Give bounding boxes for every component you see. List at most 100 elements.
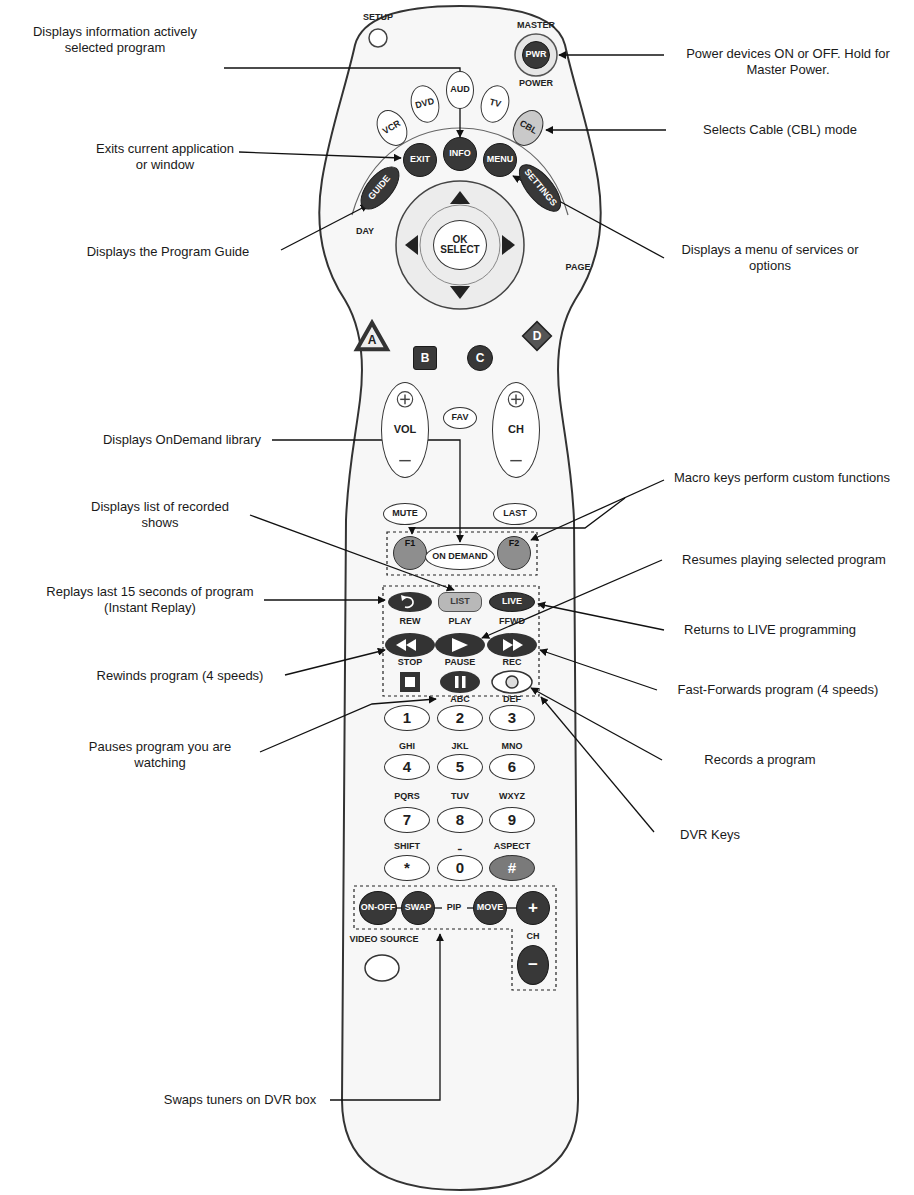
remote-body [319, 6, 600, 1190]
callout-text: Fast-Forwards program (4 speeds) [663, 682, 893, 698]
button-label: DEF [492, 695, 532, 705]
button-label: PAUSE [440, 658, 480, 668]
button-text: DVD [415, 97, 436, 111]
button-text: SWAP [405, 903, 432, 912]
button-label: VIDEO SOURCE [344, 935, 424, 945]
dpad-inner [420, 205, 500, 285]
remote-button: + [516, 891, 550, 925]
remote-button: 1 [384, 705, 430, 731]
button-text: LAST [503, 509, 527, 518]
button-text: FAV [452, 413, 469, 422]
remote-button: 8 [437, 807, 483, 833]
callout-text: Power devices ON or OFF. Hold for Master… [668, 46, 908, 77]
button-label: PQRS [387, 792, 427, 802]
remote-button: 9 [489, 807, 535, 833]
dvr-icon-buttons [365, 592, 537, 981]
callout-text: Displays information actively selected p… [10, 24, 220, 55]
button-text: 6 [508, 759, 516, 775]
remote-button: ON DEMAND [425, 544, 495, 570]
button-text: MENU [487, 155, 514, 164]
button-text: LIST [450, 597, 470, 606]
callout-text: Selects Cable (CBL) mode [675, 122, 885, 138]
remote-button: 0 [437, 855, 483, 881]
callout-text: Macro keys perform custom functions [672, 470, 892, 486]
remote-button: FAV [443, 407, 477, 429]
remote-button: A [356, 322, 388, 350]
button-text: 8 [456, 812, 464, 828]
button-label: STOP [390, 658, 430, 668]
remote-button: ON-OFF [359, 891, 397, 925]
button-text: MOVE [477, 903, 504, 912]
remote-button: CH [492, 382, 540, 478]
callout-text: Resumes playing selected program [669, 552, 899, 568]
button-label: GHI [387, 742, 427, 752]
leader-lines [224, 55, 666, 1100]
button-text: 4 [403, 759, 411, 775]
button-text: 2 [456, 710, 464, 726]
button-text: MUTE [392, 509, 418, 518]
button-label: MNO [492, 742, 532, 752]
remote-button: SWAP [401, 891, 435, 925]
button-text: TV [488, 98, 502, 110]
button-text: ON-OFF [361, 903, 396, 912]
button-text: − [528, 956, 538, 974]
remote-button: 7 [384, 807, 430, 833]
button-text: CH [508, 424, 524, 436]
callout-text: Records a program [670, 752, 850, 768]
remote-button: − [517, 945, 549, 985]
remote-button: F2 [497, 536, 531, 570]
remote-button: 3 [489, 705, 535, 731]
callout-text: Swaps tuners on DVR box [155, 1092, 325, 1108]
button-text: D [533, 330, 542, 343]
button-text: + [528, 899, 538, 917]
remote-button: MUTE [383, 503, 427, 525]
button-text: C [476, 352, 485, 365]
button-label: MASTER [511, 21, 561, 31]
button-label: FFWD [492, 617, 532, 627]
button-label: PIP [442, 903, 466, 913]
button-text: PWR [526, 50, 547, 59]
button-text: 1 [403, 710, 411, 726]
button-text: EXIT [410, 155, 430, 164]
callout-text: Displays the Program Guide [63, 244, 273, 260]
button-label: ABC [440, 695, 480, 705]
button-text: 9 [508, 812, 516, 828]
button-text: 0 [456, 860, 464, 876]
callout-text: DVR Keys [660, 827, 760, 843]
callout-text: Pauses program you are watching [65, 739, 255, 770]
remote-button: C [467, 345, 493, 371]
button-label: SETUP [353, 13, 403, 23]
button-text: 5 [456, 759, 464, 775]
callout-text: Displays list of recorded shows [75, 499, 245, 530]
remote-button: D [522, 321, 552, 351]
button-text: CBL [518, 119, 539, 136]
button-text: 7 [403, 812, 411, 828]
remote-button: * [384, 855, 430, 881]
button-text: ON DEMAND [432, 552, 488, 561]
callout-text: Displays a menu of services or options [670, 242, 870, 273]
button-text: VOL [394, 424, 417, 436]
button-label: DAY [350, 227, 380, 237]
button-label: TUV [440, 792, 480, 802]
remote-button: LAST [493, 503, 537, 525]
button-text: INFO [449, 149, 471, 158]
button-label: POWER [511, 79, 561, 89]
remote-button: 5 [437, 754, 483, 780]
remote-button: PWR [522, 41, 550, 69]
callout-text: Exits current application or window [95, 141, 235, 172]
remote-button: OK SELECT [433, 220, 487, 270]
remote-button: VOL [381, 382, 429, 478]
button-text: A [368, 334, 377, 347]
callout-text: Replays last 15 seconds of program (Inst… [40, 584, 260, 615]
callout-text: Rewinds program (4 speeds) [80, 668, 280, 684]
button-label: REC [492, 658, 532, 668]
button-label: REW [390, 617, 430, 627]
button-label: SHIFT [387, 842, 427, 852]
callout-text: Returns to LIVE programming [670, 622, 870, 638]
remote-button: # [489, 855, 535, 881]
button-text: AUD [450, 85, 470, 94]
button-label: ASPECT [492, 842, 532, 852]
remote-button: MENU [483, 143, 517, 177]
button-text: # [508, 860, 516, 876]
